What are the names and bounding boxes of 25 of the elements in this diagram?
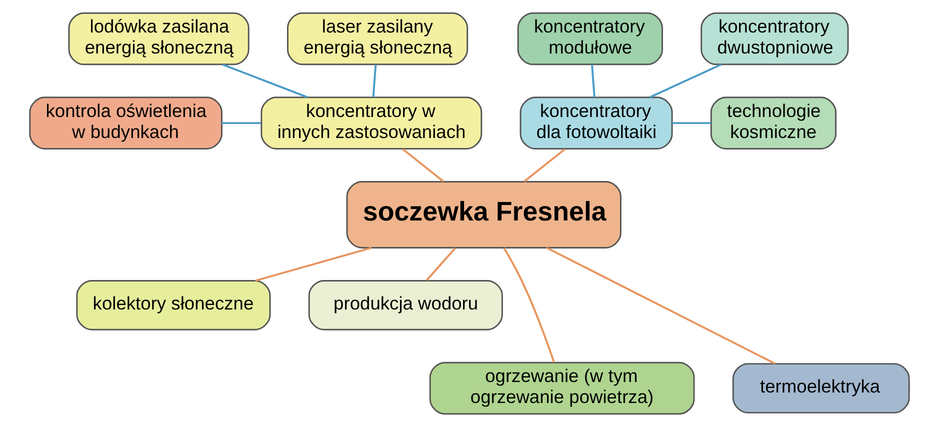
node-box: soczewka Fresnela <box>346 181 621 248</box>
connector <box>546 246 775 365</box>
node-box: technologie kosmiczne <box>710 96 836 150</box>
node-box: laser zasilany energią słoneczną <box>286 12 468 66</box>
connector <box>502 247 554 363</box>
connector <box>426 248 456 281</box>
node-box: kolektory słoneczne <box>76 280 270 330</box>
node-box: koncentratory dla fotowoltaiki <box>519 96 672 150</box>
connector <box>523 148 566 182</box>
connector <box>222 64 308 98</box>
node-box: termoelektryka <box>732 363 910 414</box>
connector <box>254 246 372 282</box>
connector <box>372 64 376 98</box>
node-box: lodówka zasilana energią słoneczną <box>68 12 249 66</box>
connector <box>648 64 722 98</box>
node-box: koncentratory dwustopniowe <box>700 12 848 66</box>
node-box: koncentratory w innych zastosowaniach <box>260 96 482 150</box>
node-box: ogrzewanie (w tym ogrzewanie powietrza) <box>428 362 694 415</box>
node-box: produkcja wodoru <box>308 280 502 330</box>
connector <box>402 148 444 182</box>
node-box: kontrola oświetlenia w budynkach <box>28 96 222 150</box>
connector <box>221 122 260 124</box>
connector <box>590 64 595 98</box>
node-box: koncentratory modułowe <box>516 12 662 66</box>
connector <box>672 122 710 124</box>
